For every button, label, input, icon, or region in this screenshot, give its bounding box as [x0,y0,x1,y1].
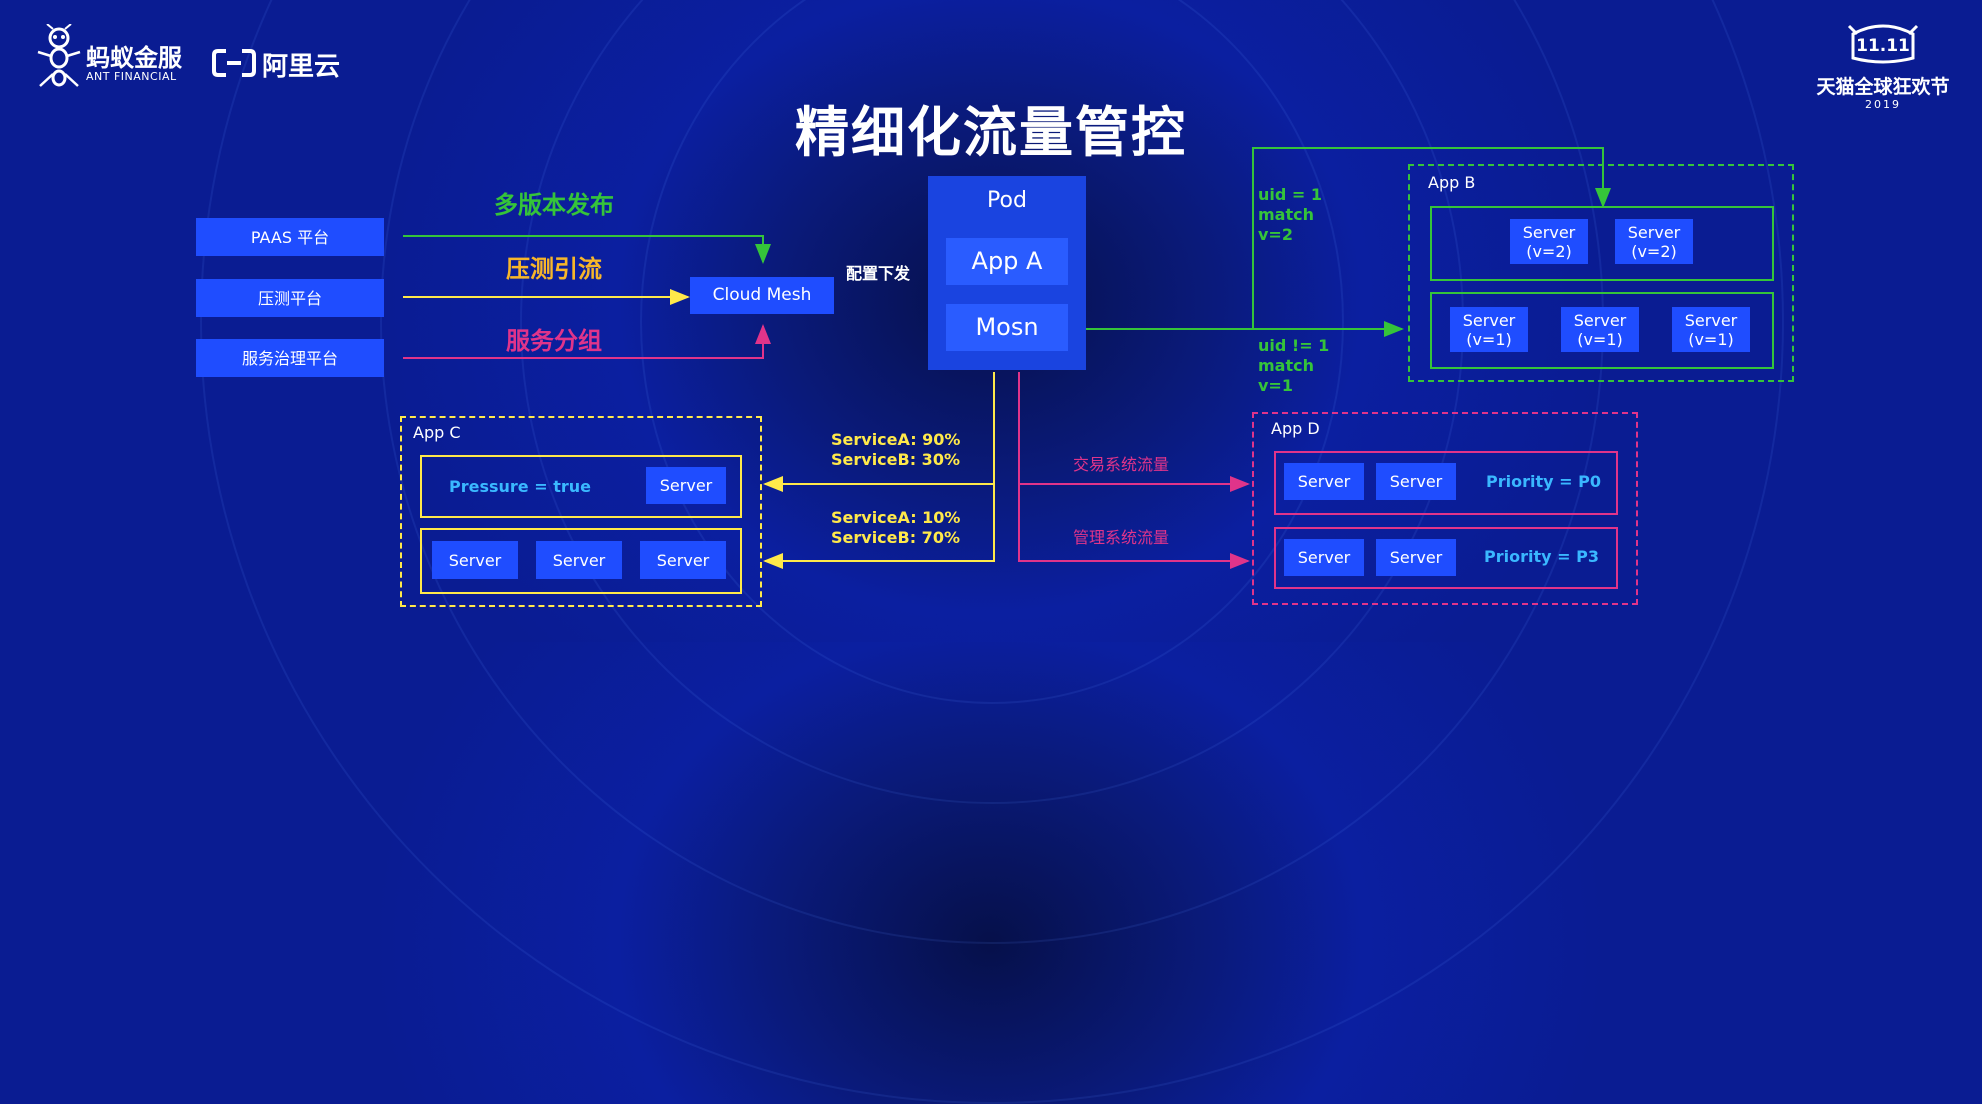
app-d-container [1252,412,1638,605]
tmall-name: 天猫全球狂欢节 [1816,76,1950,98]
app-b-v1-group [1430,292,1774,369]
ant-financial-logo: 蚂蚁金服 ANT FINANCIAL [34,24,184,94]
app-d-title: App D [1271,419,1320,438]
priority-p0: Priority = P0 [1486,472,1601,491]
app-c-normal-group [420,528,742,594]
pod-to-appd-mgmt-line [1018,484,1250,569]
config-push-label: 配置下发 [846,264,911,283]
stress-test-platform[interactable]: 压测平台 [196,279,384,317]
app-d-p0-group [1274,451,1618,515]
server-v1-b[interactable]: Server (v=1) [1561,307,1639,352]
paas-to-mesh-line [403,235,771,264]
pod-title: Pod [987,188,1027,213]
mosn-box[interactable]: Mosn [946,304,1068,351]
pressure-flag: Pressure = true [449,477,591,496]
app-b-container [1408,164,1794,382]
app-c-title: App C [413,423,461,442]
ratio-bottom-label: ServiceA: 10% ServiceB: 70% [831,508,961,547]
aliyun-logo: 阿里云 [212,46,352,82]
app-d-p3-server-2[interactable]: Server [1376,539,1456,576]
governance-to-mesh-line [403,324,771,359]
priority-p3: Priority = P3 [1484,547,1599,566]
server-v2-a[interactable]: Server (v=2) [1510,219,1588,264]
app-d-p0-server-2[interactable]: Server [1376,463,1456,500]
server-v1-a[interactable]: Server (v=1) [1450,307,1528,352]
match-v2-rule: uid = 1 match v=2 [1258,185,1323,244]
tmall-logo: 11.11 天猫全球狂欢节 2019 [1808,20,1958,116]
tmall-badge-icon [1847,24,1919,64]
app-c-pressure-group [420,455,742,518]
stress-drain-label: 压测引流 [506,255,602,283]
server-v2-b[interactable]: Server (v=2) [1615,219,1693,264]
app-c-pressure-server[interactable]: Server [646,467,726,504]
aliyun-text: 阿里云 [262,52,341,82]
app-a-box[interactable]: App A [946,238,1068,285]
paas-platform[interactable]: PAAS 平台 [196,218,384,256]
match-v1-rule: uid != 1 match v=1 [1258,336,1330,395]
page-title: 精细化流量管控 [795,101,1187,164]
cloud-mesh[interactable]: Cloud Mesh [690,277,834,314]
ant-financial-cn: 蚂蚁金服 [86,44,182,72]
connector-lines [403,147,1611,569]
app-d-p3-server-1[interactable]: Server [1284,539,1364,576]
trade-flow-label: 交易系统流量 [1073,455,1170,474]
aliyun-icon [212,49,256,77]
tmall-badge: 11.11 [1856,36,1910,56]
app-b-title: App B [1428,173,1476,192]
match-v2-line [1252,147,1611,329]
mgmt-flow-label: 管理系统流量 [1073,528,1170,547]
ant-icon [37,24,81,87]
app-d-p3-group [1274,527,1618,589]
multi-version-label: 多版本发布 [494,191,614,219]
server-v1-c[interactable]: Server (v=1) [1672,307,1750,352]
tmall-year: 2019 [1865,98,1901,111]
ant-financial-en: ANT FINANCIAL [86,70,177,83]
app-d-p0-server-1[interactable]: Server [1284,463,1364,500]
app-c-server-1[interactable]: Server [432,541,518,579]
ratio-top-label: ServiceA: 90% ServiceB: 30% [831,430,961,469]
app-b-v2-group [1430,206,1774,281]
app-c-server-3[interactable]: Server [640,541,726,579]
service-group-label: 服务分组 [506,327,602,355]
service-governance-platform[interactable]: 服务治理平台 [196,339,384,377]
app-c-server-2[interactable]: Server [536,541,622,579]
pod-to-appc-bottom-line [763,484,995,569]
app-c-container [400,416,762,607]
